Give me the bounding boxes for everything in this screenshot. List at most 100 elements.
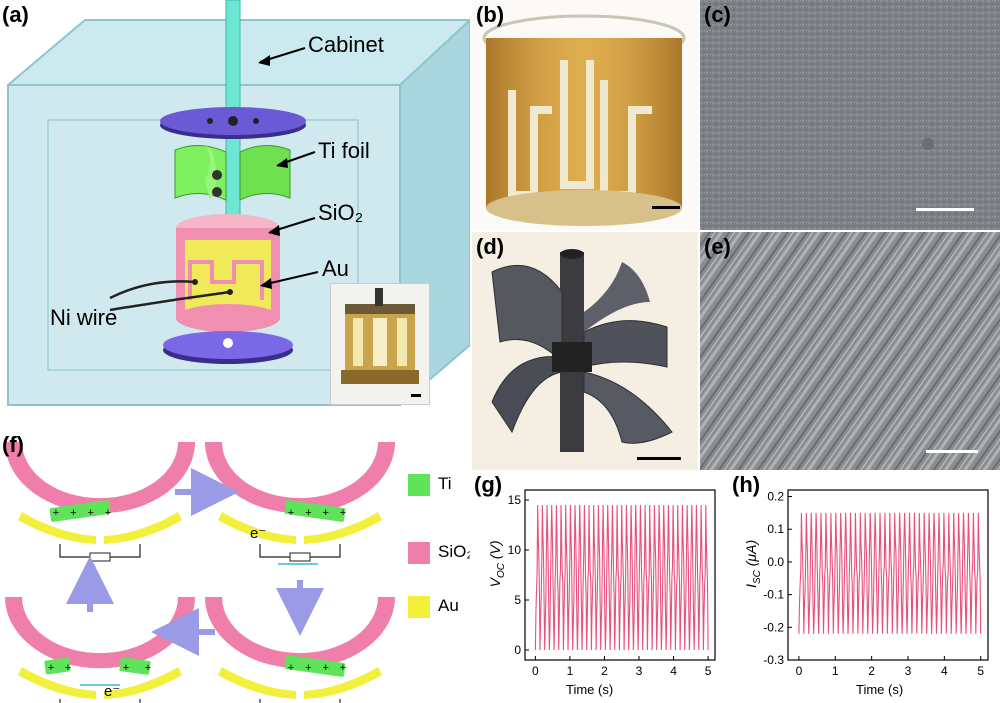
panel-label-g: (g)	[474, 472, 503, 497]
plus-charge: +	[87, 507, 93, 519]
au-electrode-right	[104, 667, 182, 699]
plus-charge: +	[53, 507, 59, 519]
isc-ylabel-unit: (μA)	[743, 539, 760, 571]
working-mechanism-diagram: ++++++++++++++++	[5, 442, 395, 703]
y-tick-label: 10	[508, 543, 522, 557]
plus-charge: +	[105, 507, 111, 519]
panel-d: (d)	[472, 232, 698, 470]
voc-ylabel-sub: OC	[495, 563, 507, 579]
ti-segment	[119, 657, 151, 675]
sem-image-c	[700, 0, 1000, 230]
y-tick-label: 15	[508, 493, 522, 507]
isc-ylabel-sub: SC	[751, 570, 763, 585]
x-tick-label: 1	[567, 664, 574, 678]
voc-ylabel-main: V	[487, 578, 504, 588]
x-tick-label: 4	[941, 664, 948, 678]
plus-charge: +	[340, 662, 346, 674]
x-tick-label: 2	[868, 664, 875, 678]
x-tick-label: 0	[796, 664, 803, 678]
plus-charge: +	[305, 662, 311, 674]
ti-segment	[44, 657, 71, 675]
au-label: Au	[322, 256, 349, 281]
x-tick-label: 4	[670, 664, 677, 678]
circuit-wire	[59, 699, 141, 703]
electron-label-1: e⁻	[250, 525, 267, 542]
x-tick-label: 3	[905, 664, 912, 678]
isc-xlabel: Time (s)	[856, 682, 904, 697]
y-tick-label: 5	[514, 593, 521, 607]
x-tick-label: 5	[705, 664, 712, 678]
plus-charge: +	[70, 507, 76, 519]
y-tick-label: -0.3	[763, 653, 784, 667]
legend-au-label: Au	[438, 596, 459, 615]
mechanism-unit-1: + + + +	[5, 442, 195, 562]
mechanism-unit-4: + + + +	[205, 597, 395, 703]
stator-photo	[482, 14, 686, 226]
plot-frame	[524, 489, 716, 661]
signal-series	[534, 504, 709, 651]
y-tick-label: 0.0	[767, 555, 784, 569]
y-tick-label: 0.2	[767, 490, 784, 504]
sio2-ring	[205, 597, 395, 669]
au-electrode-right	[304, 667, 382, 699]
voc-ylabel: VOC (V)	[487, 509, 507, 619]
y-tick-label: -0.1	[763, 588, 784, 602]
plus-charge: +	[48, 662, 54, 674]
panel-g: (g) 0 1 2 3 4 5 0 5 10 15 VOC (V) Time (s)	[470, 470, 730, 703]
panel-label-h: (h)	[732, 472, 761, 497]
plot-frame	[787, 489, 989, 661]
au-electrode-left	[18, 667, 96, 699]
plus-charge: +	[340, 507, 346, 519]
plus-charge: +	[145, 662, 151, 674]
sio2-ring	[5, 597, 195, 669]
ti-segment	[284, 500, 346, 522]
panel-label-d: (d)	[476, 234, 505, 259]
isc-ylabel-main: I	[743, 584, 760, 588]
panel-c: (c)	[700, 0, 1000, 230]
panel-a: (a) Cabinet Ti foil SiO₂ Au Ni wire	[0, 0, 470, 410]
cabinet-label: Cabinet	[308, 32, 384, 57]
legend-sio2	[408, 542, 430, 564]
mechanism-unit-3: ++++	[5, 597, 195, 703]
legend-ti	[408, 474, 430, 496]
ti-segment	[49, 500, 111, 522]
panel-e: (e)	[700, 232, 1000, 470]
plus-charge: +	[123, 662, 129, 674]
voc-chart: 0 1 2 3 4 5 0 5 10 15	[508, 489, 716, 678]
x-tick-label: 5	[977, 664, 984, 678]
au-electrode-left	[18, 512, 96, 544]
electron-label-2: e⁻	[104, 683, 121, 700]
ti-segment	[284, 655, 346, 677]
plus-charge: +	[305, 507, 311, 519]
x-tick-label: 3	[636, 664, 643, 678]
plus-charge: +	[322, 507, 328, 519]
load-resistor	[89, 552, 111, 562]
plus-charge: +	[288, 507, 294, 519]
voc-ylabel-unit: (V)	[487, 540, 504, 564]
sio2-label: SiO₂	[318, 200, 364, 225]
au-electrode-left	[218, 512, 296, 544]
circuit-wire	[259, 699, 341, 703]
plus-charge: +	[322, 662, 328, 674]
legend-ti-label: Ti	[438, 474, 452, 493]
panel-label-e: (e)	[704, 234, 731, 259]
panel-label-c: (c)	[704, 2, 731, 27]
load-resistor	[289, 552, 311, 562]
panel-f: ++++++++++++++++ (f) Ti SiO₂ Au e⁻ e⁻	[0, 432, 470, 703]
isc-ylabel: ISC (μA)	[743, 509, 763, 619]
voc-xlabel: Time (s)	[566, 682, 614, 697]
panel-label-f: (f)	[2, 432, 24, 457]
sem-image-e	[700, 232, 1000, 470]
y-tick-label: 0	[514, 643, 521, 657]
plus-charge: +	[288, 662, 294, 674]
ni-wire-label: Ni wire	[50, 305, 118, 330]
legend-au	[408, 596, 430, 618]
x-tick-label: 1	[832, 664, 839, 678]
sio2-ring	[205, 442, 395, 514]
x-tick-label: 2	[601, 664, 608, 678]
signal-series	[798, 512, 982, 634]
sio2-ring	[5, 442, 195, 514]
x-tick-label: 0	[532, 664, 539, 678]
